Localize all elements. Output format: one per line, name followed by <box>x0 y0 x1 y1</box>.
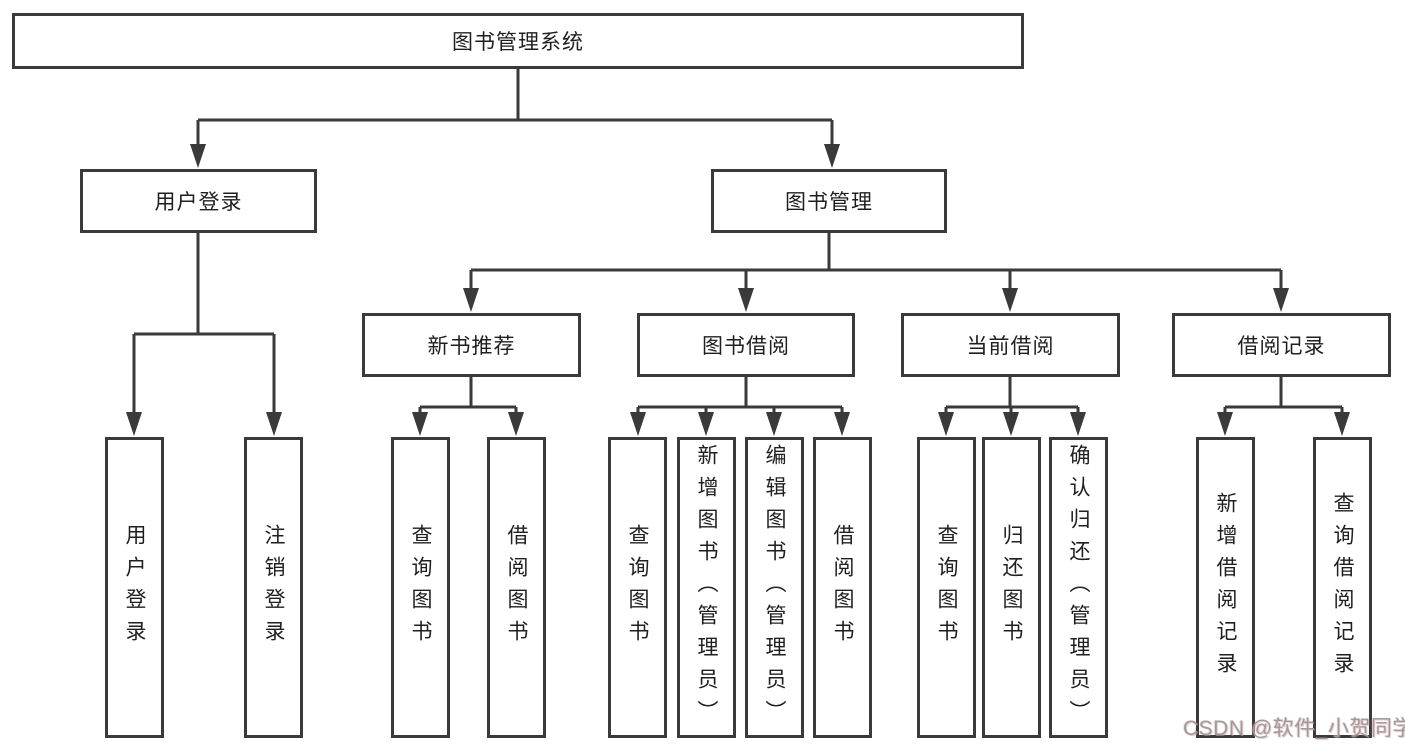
csdn-watermark: CSDN @软件_小贺同学 <box>1183 717 1405 740</box>
leaf-query-books-borrow-label: 查询图书 <box>626 523 649 652</box>
arrow-icon <box>463 288 479 312</box>
leaf-user-login: 用户登录 <box>105 437 164 738</box>
arrow-icon <box>126 412 142 436</box>
node-user-login-label: 用户登录 <box>154 191 243 214</box>
arrow-icon <box>1217 412 1233 436</box>
node-book-management: 图书管理 <box>711 169 947 233</box>
node-new-book-recommend-label: 新书推荐 <box>427 335 516 358</box>
arrow-icon <box>1070 412 1086 436</box>
leaf-edit-book-admin: 编辑图书（管理员） <box>745 437 804 738</box>
leaf-return-book-label: 归还图书 <box>1000 523 1023 652</box>
arrow-icon <box>766 412 782 436</box>
leaf-borrow-books-label: 借阅图书 <box>831 523 854 652</box>
arrow-icon <box>1003 412 1019 436</box>
arrow-icon <box>190 144 206 168</box>
node-root: 图书管理系统 <box>12 13 1024 69</box>
connector-user-login-split <box>132 233 276 414</box>
leaf-borrow-books-recommend: 借阅图书 <box>487 437 546 738</box>
node-user-login: 用户登录 <box>80 169 317 233</box>
node-book-borrow: 图书借阅 <box>637 313 855 377</box>
leaf-add-borrow-record: 新增借阅记录 <box>1196 437 1255 738</box>
leaf-user-login-label: 用户登录 <box>123 523 146 652</box>
leaf-borrow-books: 借阅图书 <box>813 437 872 738</box>
leaf-query-books-recommend: 查询图书 <box>391 437 450 738</box>
arrow-icon <box>266 412 282 436</box>
leaf-edit-book-admin-label: 编辑图书（管理员） <box>763 443 786 732</box>
node-book-management-label: 图书管理 <box>785 191 873 214</box>
arrow-icon <box>1334 412 1350 436</box>
leaf-add-book-admin: 新增图书（管理员） <box>677 437 736 738</box>
arrow-icon <box>698 412 714 436</box>
leaf-query-borrow-record-label: 查询借阅记录 <box>1331 491 1354 684</box>
arrow-icon <box>1002 288 1018 312</box>
node-current-borrow-label: 当前借阅 <box>966 335 1055 358</box>
leaf-confirm-return-admin: 确认归还（管理员） <box>1049 437 1108 738</box>
node-current-borrow: 当前借阅 <box>901 313 1120 377</box>
leaf-add-borrow-record-label: 新增借阅记录 <box>1214 491 1237 684</box>
leaf-add-book-admin-label: 新增图书（管理员） <box>695 443 718 732</box>
leaf-confirm-return-admin-label: 确认归还（管理员） <box>1067 443 1090 732</box>
connector-new-book-split <box>418 377 518 414</box>
leaf-query-books-current: 查询图书 <box>917 437 976 738</box>
node-root-label: 图书管理系统 <box>452 31 584 54</box>
node-book-borrow-label: 图书借阅 <box>702 335 790 358</box>
leaf-query-borrow-record: 查询借阅记录 <box>1313 437 1372 738</box>
arrow-icon <box>824 144 840 168</box>
arrow-icon <box>738 288 754 312</box>
node-borrow-record-label: 借阅记录 <box>1237 335 1326 358</box>
leaf-query-books-borrow: 查询图书 <box>608 437 667 738</box>
leaf-query-books-current-label: 查询图书 <box>935 523 958 652</box>
arrow-icon <box>1273 288 1289 312</box>
arrow-icon <box>508 412 524 436</box>
arrowheads <box>126 144 1350 436</box>
arrow-icon <box>412 412 428 436</box>
connector-borrow-record-split <box>1223 377 1344 414</box>
leaf-return-book: 归还图书 <box>982 437 1041 738</box>
node-new-book-recommend: 新书推荐 <box>362 313 581 377</box>
leaf-query-books-recommend-label: 查询图书 <box>409 523 432 652</box>
arrow-icon <box>938 412 954 436</box>
connector-root-split <box>196 69 834 146</box>
arrow-icon <box>834 412 850 436</box>
arrow-icon <box>630 412 646 436</box>
node-borrow-record: 借阅记录 <box>1172 313 1391 377</box>
leaf-logout: 注销登录 <box>244 437 303 738</box>
connector-current-borrow-split <box>944 377 1080 414</box>
connector-book-management-split <box>469 233 1283 290</box>
leaf-borrow-books-recommend-label: 借阅图书 <box>505 523 528 652</box>
leaf-logout-label: 注销登录 <box>262 523 285 652</box>
connector-book-borrow-split <box>636 377 844 414</box>
